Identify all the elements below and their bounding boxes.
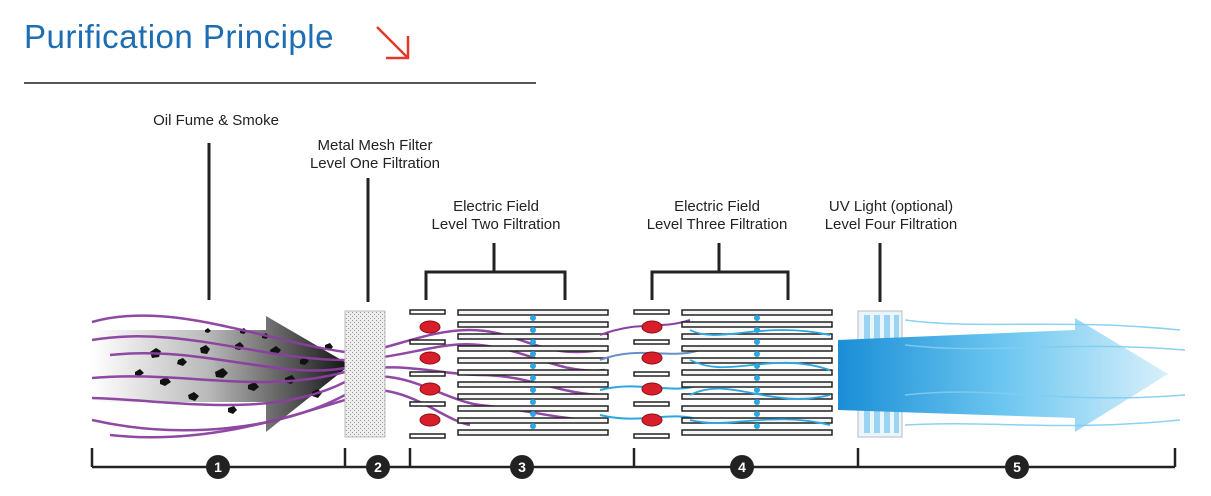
collector-plates [457,309,609,436]
step-markers [206,455,1029,479]
stage-5-label: UV Light (optional) Level Four Filtratio… [825,198,958,234]
bracket-stage-3 [424,243,567,300]
stage-1-label: Oil Fume & Smoke [153,112,279,130]
step-1-marker [206,455,230,479]
stage-3-subtitle: Level Two Filtration [431,216,561,233]
stage-5-subtitle: Level Four Filtration [824,216,958,233]
stage-3-label: Electric Field Level Two Filtration [432,198,561,234]
step-1-number: 1 [214,459,222,475]
stage-timeline [90,448,1177,469]
metal-mesh-filter [344,310,386,438]
step-4-number: 4 [738,459,746,475]
stage-1-title: Oil Fume & Smoke [153,112,279,129]
ionizer-plates [409,309,446,439]
collected-ions [530,315,536,429]
stage-4-subtitle: Level Three Filtration [646,216,788,233]
electric-field-level-two [409,309,609,439]
stage-4-label: Electric Field Level Three Filtration [647,198,788,234]
clean-flow-lines-inner [689,329,831,426]
step-numbers: 1 2 3 4 5 [214,459,1021,475]
arrow-down-right-icon [376,26,410,60]
step-5-marker [1005,455,1029,479]
title-divider [24,82,536,84]
charged-particles [419,320,441,427]
stage-4-title: Electric Field [674,198,760,215]
stage-5-title: UV Light (optional) [828,198,954,215]
stage-2-title: Metal Mesh Filter [317,137,433,154]
step-2-marker [366,455,390,479]
clean-air-arrow [838,318,1186,432]
page-title: Purification Principle [24,18,334,55]
bracket-stage-4 [650,243,790,300]
ionizer-plates-2 [633,309,670,439]
step-5-number: 5 [1013,459,1021,475]
stage-3-title: Electric Field [453,198,539,215]
stage-2-subtitle: Level One Filtration [309,155,441,172]
stage-2-label: Metal Mesh Filter Level One Filtration [310,137,440,173]
charged-particles-2 [641,320,663,427]
step-4-marker [730,455,754,479]
step-3-number: 3 [518,459,526,475]
electric-field-level-three [633,309,833,439]
label-pointers [207,143,882,302]
step-3-marker [510,455,534,479]
step-2-number: 2 [374,459,382,475]
